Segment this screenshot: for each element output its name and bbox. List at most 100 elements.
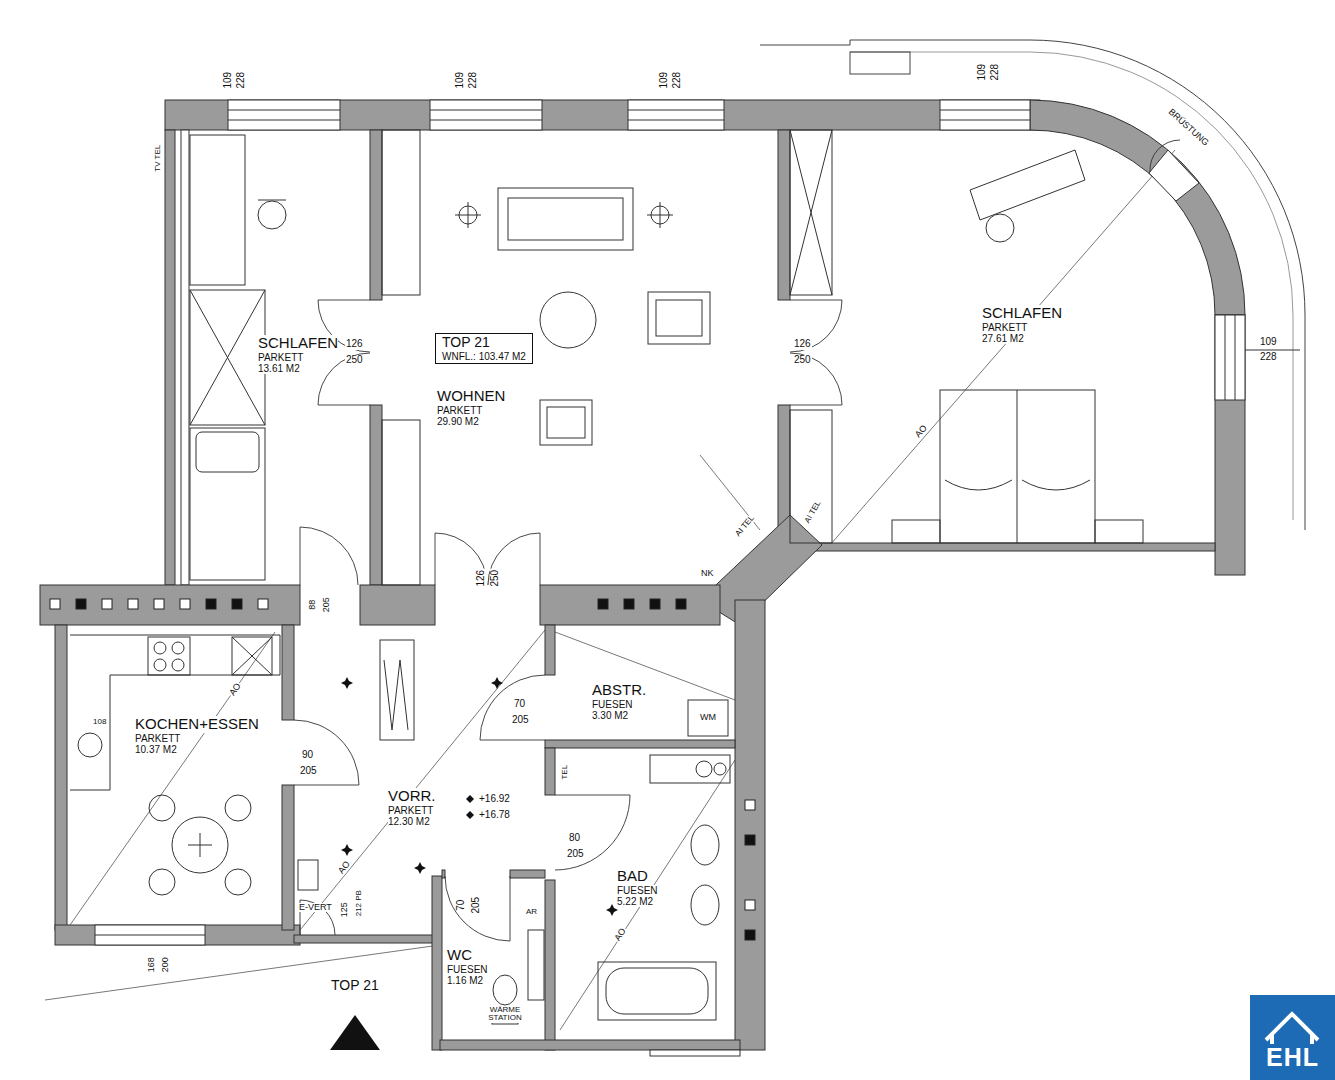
room-name: SCHLAFEN bbox=[258, 335, 338, 352]
floor-material: FUESEN bbox=[592, 699, 633, 710]
plan-annotation: WM bbox=[699, 713, 717, 722]
room-name: BAD bbox=[617, 868, 648, 885]
plan-annotation: 250 bbox=[490, 569, 501, 588]
room-size: 27.61 M2 bbox=[982, 333, 1024, 344]
room-size: 13.61 M2 bbox=[258, 363, 300, 374]
label-group: WOHNENPARKETT29.90 M2 bbox=[437, 388, 505, 427]
plan-annotation: 126 bbox=[345, 339, 364, 350]
plan-annotation: TV TEL bbox=[154, 144, 162, 173]
floor-material: FUESEN bbox=[617, 885, 658, 896]
room-name: ABSTR. bbox=[592, 682, 646, 699]
label-group: BADFUESEN5.22 M2 bbox=[617, 868, 658, 907]
logo-graphic bbox=[1250, 995, 1335, 1080]
logo-text: EHL bbox=[1266, 1043, 1319, 1071]
room-name: VORR. bbox=[388, 788, 436, 805]
floor-material: PARKETT bbox=[437, 405, 482, 416]
plan-annotation: 205 bbox=[322, 596, 331, 613]
plan-annotation: 70 bbox=[456, 899, 467, 912]
room-area: SCHLAFENPARKETT27.61 M2 bbox=[790, 130, 1200, 545]
plan-annotation: 228 bbox=[468, 71, 479, 90]
plan-annotation: AO bbox=[336, 859, 353, 877]
room-name: SCHLAFEN bbox=[982, 305, 1062, 322]
plan-annotation: 205 bbox=[511, 715, 530, 726]
plan-annotation: 228 bbox=[990, 63, 1001, 82]
room-size: 3.30 M2 bbox=[592, 710, 628, 721]
room-name: KOCHEN+ESSEN bbox=[135, 716, 259, 733]
label-group: ABSTR.FUESEN3.30 M2 bbox=[592, 682, 646, 721]
door-swings bbox=[294, 140, 1180, 941]
plan-annotation: 88 bbox=[308, 599, 317, 611]
logo-badge: EHL bbox=[1250, 995, 1335, 1080]
windows bbox=[95, 100, 1300, 945]
plan-annotation: 250 bbox=[793, 355, 812, 366]
plan-annotation: 70 bbox=[513, 699, 526, 710]
floor-material: PARKETT bbox=[982, 322, 1027, 333]
plan-annotation: AO bbox=[227, 681, 243, 699]
plan-annotation: 109 bbox=[223, 71, 234, 90]
plan-annotation: 126 bbox=[476, 569, 487, 588]
floor-material: PARKETT bbox=[258, 352, 303, 363]
plan-annotation: 90 bbox=[301, 750, 314, 761]
floor-material: FUESEN bbox=[447, 964, 488, 975]
plan-annotation: 212 PB bbox=[355, 889, 363, 917]
plan-annotation: TEL bbox=[561, 764, 569, 781]
plan-annotation: 109 bbox=[1259, 337, 1278, 348]
plan-annotation: TOP 21 bbox=[330, 978, 380, 993]
room-name: WOHNEN bbox=[437, 388, 505, 405]
plan-annotation: BRÜSTUNG bbox=[1166, 107, 1211, 149]
room-size: 10.37 M2 bbox=[135, 744, 177, 755]
plan-annotation: 205 bbox=[566, 849, 585, 860]
plan-annotation: 168 bbox=[147, 956, 156, 973]
plan-annotation: AR bbox=[525, 908, 538, 916]
room-name: TOP 21 bbox=[442, 335, 490, 351]
plan-annotation: AI TEL bbox=[733, 513, 756, 539]
plan-annotation: 125 bbox=[340, 901, 349, 918]
plan-annotation: 126 bbox=[793, 339, 812, 350]
label-group: TOP 21WNFL.: 103.47 M2 bbox=[435, 333, 533, 364]
plan-annotation: 228 bbox=[672, 71, 683, 90]
room-size: 12.30 M2 bbox=[388, 816, 430, 827]
room-area: SCHLAFENPARKETT13.61 M2 bbox=[190, 130, 370, 585]
entrance-arrow bbox=[330, 1015, 380, 1050]
room-size: 5.22 M2 bbox=[617, 896, 653, 907]
plan-annotation: 205 bbox=[471, 896, 482, 915]
wall-squares bbox=[50, 599, 755, 940]
plan-annotation: AO bbox=[612, 926, 628, 944]
room-size: 1.16 M2 bbox=[447, 975, 483, 986]
plan-annotation: E-VERT bbox=[298, 903, 333, 912]
plan-annotation: WÄRME STATION bbox=[484, 1006, 526, 1023]
room-area: KOCHEN+ESSENPARKETT10.37 M2 bbox=[70, 625, 282, 925]
floor-material: PARKETT bbox=[388, 805, 433, 816]
label-group: EHL bbox=[1250, 1043, 1335, 1071]
plan-annotation: 80 bbox=[568, 833, 581, 844]
room-size: 29.90 M2 bbox=[437, 416, 479, 427]
label-group: VORR.PARKETT12.30 M2 bbox=[388, 788, 436, 827]
label-group: SCHLAFENPARKETT13.61 M2 bbox=[258, 335, 338, 374]
plan-annotation: 109 bbox=[455, 71, 466, 90]
floor-material: WNFL.: 103.47 M2 bbox=[442, 351, 526, 362]
label-group: SCHLAFENPARKETT27.61 M2 bbox=[982, 305, 1062, 344]
ceiling-lights bbox=[341, 677, 618, 916]
plan-annotation: 205 bbox=[299, 766, 318, 777]
plan-annotation: +16.92 bbox=[478, 794, 511, 805]
plan-annotation: 109 bbox=[659, 71, 670, 90]
plan-annotation: AO bbox=[913, 423, 930, 440]
floor-material: PARKETT bbox=[135, 733, 180, 744]
room-area: VORR.PARKETT12.30 M2 bbox=[295, 625, 545, 930]
plan-annotation: 109 bbox=[977, 63, 988, 82]
plan-annotation: 250 bbox=[345, 355, 364, 366]
label-group: WCFUESEN1.16 M2 bbox=[447, 947, 488, 986]
room-area: WOHNENPARKETT29.90 M2 TOP 21WNFL.: 103.47… bbox=[382, 130, 778, 585]
walls bbox=[40, 100, 1245, 1056]
plan-annotation: AI TEL bbox=[803, 499, 823, 526]
plan-annotation: +16.78 bbox=[478, 810, 511, 821]
label-group: KOCHEN+ESSENPARKETT10.37 M2 bbox=[135, 716, 259, 755]
room-area: ABSTR.FUESEN3.30 M2 bbox=[555, 630, 735, 740]
plan-annotation: 108 bbox=[92, 718, 107, 726]
plan-annotation: 200 bbox=[161, 956, 170, 973]
plan-annotation: NK bbox=[700, 569, 715, 578]
room-name: WC bbox=[447, 947, 472, 964]
furniture bbox=[70, 130, 1143, 1024]
plan-annotation: 228 bbox=[236, 71, 247, 90]
